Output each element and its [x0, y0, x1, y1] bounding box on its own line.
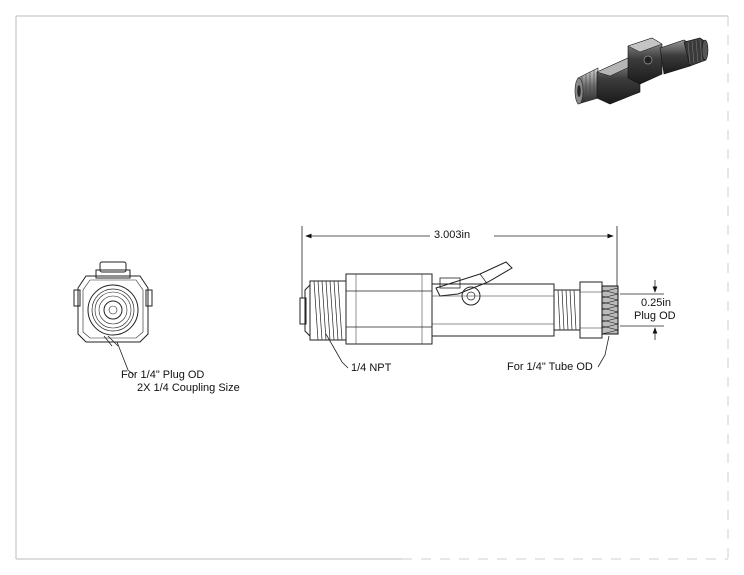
tube-od-callout: For 1/4" Tube OD: [507, 361, 593, 373]
plug-od-name-label: Plug OD: [634, 310, 676, 322]
end-view: [73, 261, 153, 347]
tube-leader: [597, 335, 610, 368]
isometric-view: [574, 37, 709, 105]
sheet-border: [15, 15, 728, 560]
npt-leader: [325, 333, 349, 369]
plug-od-dimension: [620, 280, 664, 340]
overall-length-dimension: [301, 226, 618, 298]
plug-od-callout: For 1/4" Plug OD: [121, 369, 205, 381]
coupling-size-callout: 2X 1/4 Coupling Size: [137, 382, 240, 394]
plug-callout-leader: [116, 341, 135, 376]
side-view: [299, 261, 619, 345]
overall-length-label: 3.003in: [434, 229, 471, 241]
npt-callout: 1/4 NPT: [351, 362, 392, 374]
sheet-border-dashed: [402, 16, 729, 560]
plug-od-value-label: 0.25in: [641, 297, 671, 309]
